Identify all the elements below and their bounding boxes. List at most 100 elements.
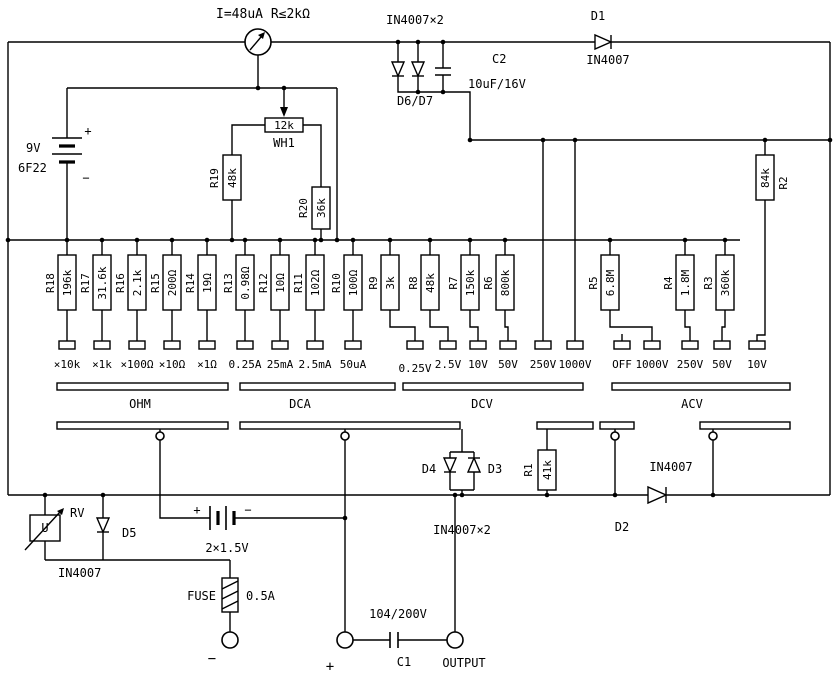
common-bar (599, 421, 635, 430)
r18-body (57, 254, 77, 311)
battery3v-minus-label: − (244, 503, 251, 517)
r17-value: 31.6k (96, 266, 109, 299)
contact (748, 340, 766, 350)
junction (440, 39, 446, 45)
r11-ref: R11 (292, 273, 305, 293)
range-label: 1000V (635, 358, 668, 371)
r19-value: 48k (226, 168, 239, 188)
r8-body (420, 254, 440, 311)
resistor-r20: R20 36k (297, 186, 331, 230)
junction (440, 89, 446, 95)
meter-needle-arrow-icon (258, 32, 265, 39)
contact (439, 340, 457, 350)
c2-ref-label: C2 (492, 52, 506, 66)
r9-body (380, 254, 400, 311)
r13-value: 0.98Ω (239, 266, 252, 299)
junction (229, 237, 235, 243)
d6-d7-ref-label: D6/D7 (397, 94, 433, 108)
range-label: 0.25A (228, 358, 261, 371)
junction (342, 515, 348, 521)
r16-body (127, 254, 147, 311)
junction (134, 237, 140, 243)
junction (607, 237, 613, 243)
r8-ref: R8 (407, 276, 420, 289)
switch-contacts (58, 340, 766, 350)
common-tap (610, 431, 620, 441)
r4-ref: R4 (662, 276, 675, 290)
r4-value: 1.8M (679, 269, 692, 296)
range-label: 50V (712, 358, 732, 371)
junction (318, 237, 324, 243)
range-label: 10V (747, 358, 767, 371)
r2-value: 84k (759, 168, 772, 188)
range-label: ×1Ω (197, 358, 217, 371)
contact (681, 340, 699, 350)
r3-value: 360k (719, 269, 732, 296)
r3-ref: R3 (702, 276, 715, 289)
battery9v-model-label: 6F22 (18, 161, 47, 175)
resistor-r10: R10 100Ω (330, 254, 363, 311)
resistor-r17: R17 31.6k (79, 254, 112, 311)
d4-ref-label: D4 (422, 462, 436, 476)
dca-bar-1 (239, 382, 396, 391)
rv-u-label: U (41, 521, 48, 535)
r19-ref: R19 (208, 168, 221, 188)
battery-1p5v: + − 2×1.5V (193, 503, 251, 555)
switch-bars (56, 382, 791, 441)
resistor-r1: R1 41k (522, 449, 557, 491)
ohm-tap (155, 431, 165, 441)
contact (406, 340, 424, 350)
resistor-r13: R13 0.98Ω (222, 254, 255, 311)
junction (334, 237, 340, 243)
range-label: 50uA (340, 358, 367, 371)
r5-value: 6.8M (604, 269, 617, 296)
r2-body (755, 154, 775, 201)
resistor-r14: R14 19Ω (184, 254, 217, 311)
junction-dots (5, 39, 833, 521)
contact (613, 340, 631, 350)
junction (415, 89, 421, 95)
r20-ref: R20 (297, 198, 310, 218)
resistor-r2: 84k R2 (755, 154, 790, 201)
junction (395, 39, 401, 45)
range-label: 2.5V (435, 358, 462, 371)
battery9v-voltage-label: 9V (26, 141, 40, 155)
resistor-r11: R11 102Ω (292, 254, 325, 311)
wh1-body (264, 117, 304, 133)
junction (722, 237, 728, 243)
acv-bar-2 (699, 421, 791, 430)
range-labels: ×10k ×1k ×100Ω ×10Ω ×1Ω 0.25A 25mA 2.5mA… (54, 358, 768, 375)
r17-body (92, 254, 112, 311)
fuse: FUSE 0.5A (187, 577, 276, 613)
dcv-bar-1 (402, 382, 584, 391)
r15-ref: R15 (149, 273, 162, 293)
d1-part-label: IN4007 (586, 53, 629, 67)
r14-ref: R14 (184, 273, 197, 293)
resistor-r6: R6 800k (482, 254, 515, 311)
r1-value: 41k (541, 460, 554, 480)
r6-body (495, 254, 515, 311)
plus-terminal-label: + (326, 659, 334, 675)
junction (540, 137, 546, 143)
r12-ref: R12 (257, 273, 270, 293)
minus-terminal (221, 631, 239, 649)
junction (5, 237, 11, 243)
r10-value: 100Ω (347, 269, 360, 296)
r8-value: 48k (424, 273, 437, 293)
r13-body (235, 254, 255, 311)
battery-9v: 9V 6F22 + − (18, 124, 92, 185)
plus-terminal (336, 631, 354, 649)
contact (128, 340, 146, 350)
ohm-bar-2 (56, 421, 229, 430)
wh1-wiper-arrow-icon (280, 107, 288, 117)
d2-ref-label: D2 (615, 520, 629, 534)
rectifier-d6-d7: IN4007×2 D6/D7 (386, 13, 444, 108)
meter-body (244, 28, 272, 56)
rv-arrow-icon (57, 508, 64, 515)
junction (64, 237, 70, 243)
contact (306, 340, 324, 350)
contact (643, 340, 661, 350)
range-label: ×10Ω (159, 358, 186, 371)
r18-value: 196k (61, 269, 74, 296)
contact (469, 340, 487, 350)
